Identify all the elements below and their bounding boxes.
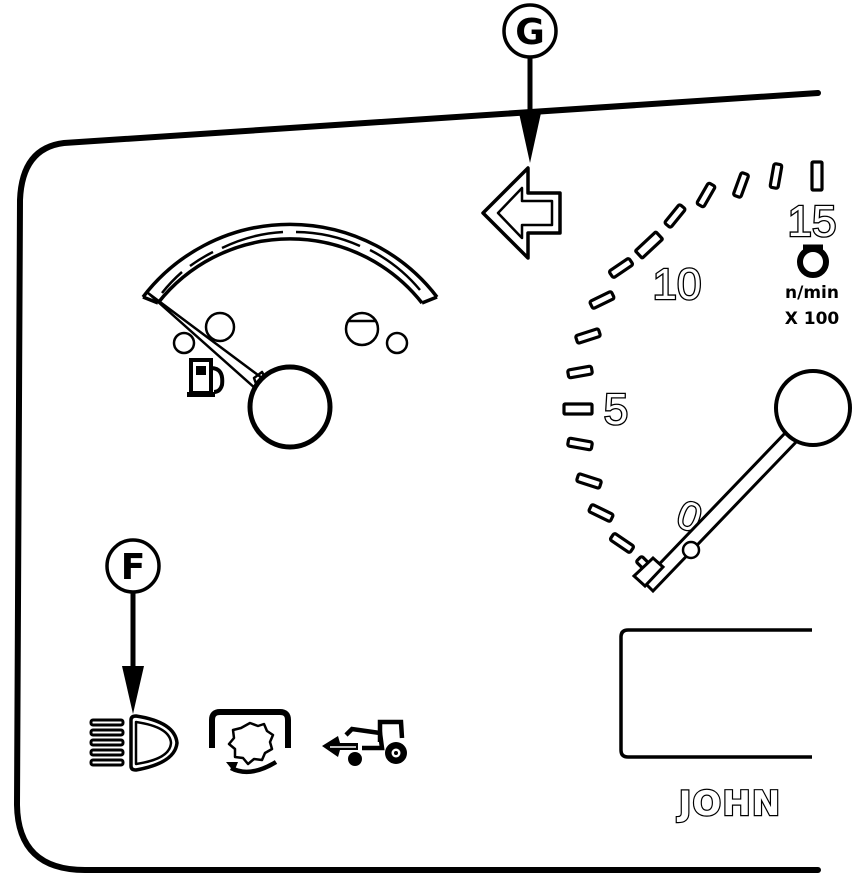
tachometer-hub (774, 369, 852, 447)
tach-tick (810, 160, 824, 192)
turn-signal-arrow-inner (496, 186, 554, 240)
tractor-indicator (322, 719, 407, 766)
fuel-high-circle-large (344, 311, 380, 347)
tach-tick (663, 203, 687, 229)
tach-tick (566, 364, 594, 380)
tractor-front-wheel (348, 752, 362, 766)
callout-f: F (105, 538, 161, 714)
headlight-icon (129, 714, 179, 772)
callout-g-label: G (515, 12, 545, 53)
panel-outline (14, 90, 821, 873)
callout-g: G (502, 3, 558, 163)
tach-tick (587, 503, 615, 523)
tractor-body (344, 726, 385, 751)
tach-zero-marker (681, 540, 701, 560)
fuel-gauge-arc-outer (141, 222, 439, 299)
tach-multiplier-label: X 100 (785, 309, 840, 329)
fuel-gauge-arc-inner (156, 237, 424, 305)
engine-icon (797, 244, 829, 278)
headlight-beam-lines (89, 718, 125, 767)
fuel-low-circle-large (204, 311, 236, 343)
turn-signal-indicator (481, 166, 562, 260)
tach-tick (634, 230, 664, 260)
headlight-icon-inner (134, 720, 173, 766)
tach-tick (732, 171, 750, 199)
lcd-display (619, 628, 812, 759)
tachometer-needle (631, 427, 801, 594)
fuel-gauge-segment (221, 230, 284, 250)
callout-f-label: F (121, 547, 146, 588)
tach-tick (562, 402, 594, 416)
tachometer: 15 10 5 0 n/min X 100 (562, 160, 852, 594)
pto-gear-icon (227, 721, 275, 766)
tach-label-10: 10 (653, 260, 702, 309)
pto-bracket-icon (209, 709, 291, 748)
tractor-rear-hub-center (394, 751, 398, 755)
fuel-gauge-segment (189, 250, 214, 268)
callout-g-arrowhead (519, 113, 541, 163)
fuel-high-circle-small (385, 331, 409, 355)
fuel-pump-icon (187, 358, 225, 397)
tach-unit-label: n/min (785, 283, 839, 303)
tach-tick (768, 162, 784, 190)
tach-tick (608, 532, 636, 554)
fuel-gauge-arc-edge-right (421, 295, 438, 305)
tach-tick (574, 327, 602, 345)
fuel-gauge (141, 222, 439, 450)
tractor-icon (377, 719, 405, 742)
fuel-gauge-hub (247, 364, 333, 450)
tach-label-5: 5 (604, 385, 628, 434)
headlight-indicator (89, 714, 179, 772)
pto-arrowhead (226, 762, 238, 772)
fuel-low-circle-small (172, 331, 196, 355)
tach-tick (588, 290, 616, 310)
fuel-gauge-segment (369, 248, 421, 291)
turn-signal-arrow-icon (481, 166, 562, 260)
fuel-gauge-arc-edge-left (142, 295, 159, 305)
pto-indicator (209, 709, 291, 775)
callout-f-arrowhead (122, 666, 144, 714)
fuel-gauge-segment (161, 271, 183, 294)
brand-text: JOHN (677, 784, 781, 824)
tach-tick (607, 257, 635, 279)
tach-tick (695, 181, 717, 209)
pto-rotation-arrow-icon (229, 760, 278, 775)
fuel-gauge-segment (295, 230, 361, 248)
tach-label-15: 15 (788, 197, 837, 246)
tach-tick (566, 436, 594, 452)
tach-tick (575, 472, 603, 490)
